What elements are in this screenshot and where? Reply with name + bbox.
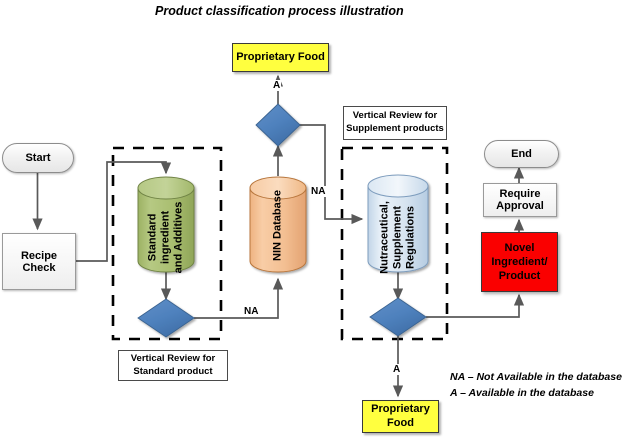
edge-label-na-nin: NA [310,186,327,197]
edge-recipe-to-standard [75,161,172,262]
group-label-supplement-review: Vertical Review for Supplement products [343,106,447,140]
dashed-group-supplement [340,146,449,341]
cylinder-nutraceutical-regulations[interactable] [367,174,429,273]
decision-diamond-proprietary-check[interactable] [255,103,301,147]
dashed-group-standard [111,146,223,341]
node-proprietary-food-bottom-line2: Food [387,416,414,429]
legend-line-na: NA – Not Available in the database [450,371,622,383]
node-novel-line2: Ingredient/ [491,255,548,268]
edge-diamond3-to-novel [426,293,525,318]
group-label-supplement-line1: Vertical Review for [352,110,438,122]
edge-label-na-standard: NA [243,306,260,317]
chart-title: Product classification process illustrat… [155,4,404,18]
node-require-approval-line1: Require [499,188,541,200]
node-require-approval-line2: Approval [496,200,544,212]
node-recipe-check-label: Recipe Check [20,249,58,274]
node-require-approval[interactable]: Require Approval [483,183,557,217]
node-end-label: End [511,148,532,160]
group-label-standard-review: Vertical Review for Standard product [118,350,228,381]
node-proprietary-food-bottom-line1: Proprietary [371,402,430,415]
cylinder-standard-ingredient[interactable] [137,176,195,273]
group-label-standard-line2: Standard product [133,365,213,377]
node-proprietary-food-bottom[interactable]: Proprietary Food [362,400,439,433]
group-label-standard-line1: Vertical Review for [130,352,216,364]
decision-diamond-standard-review[interactable] [137,298,195,338]
node-start[interactable]: Start [2,143,74,173]
node-novel-line3: Product [498,270,541,283]
node-proprietary-food-top[interactable]: Proprietary Food [232,43,329,72]
legend: NA – Not Available in the database A – A… [450,369,622,402]
decision-diamond-supplement-review[interactable] [369,297,427,337]
edge-diamond2-na-to-nutraceutical [299,124,364,225]
node-novel-ingredient-product[interactable]: Novel Ingredient/ Product [481,232,558,292]
node-end[interactable]: End [484,140,559,168]
group-label-supplement-line2: Supplement products [346,123,444,134]
edge-label-a-bottom: A [392,364,402,375]
edge-label-a-top: A [272,80,282,91]
node-recipe-check[interactable]: Recipe Check [2,233,76,290]
edge-diamond1-na-to-nin [194,277,284,319]
node-proprietary-food-top-label: Proprietary Food [236,50,325,63]
legend-line-a: A – Available in the database [450,387,594,400]
node-start-label: Start [25,152,51,164]
node-novel-line1: Novel [504,241,535,254]
cylinder-nin-database[interactable] [249,176,307,273]
